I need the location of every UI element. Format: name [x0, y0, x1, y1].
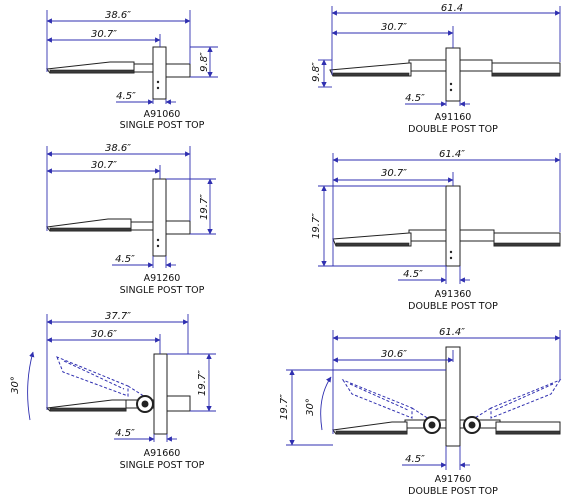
overall-width-label: 37.7″ [105, 311, 131, 322]
tilted-fixture-ghost-left [341, 378, 433, 422]
dimension-lines [318, 153, 561, 284]
fixture-drawing [46, 46, 191, 100]
height-label: 19.7″ [279, 394, 290, 420]
model-number: A91760 [435, 474, 472, 485]
post-diameter-label: 4.5″ [116, 91, 136, 102]
mount-type: DOUBLE POST TOP [408, 124, 498, 135]
mount-type: DOUBLE POST TOP [408, 486, 498, 497]
tilt-angle-label: 30° [10, 376, 21, 394]
reach-label: 30.7″ [91, 29, 117, 40]
reach-label: 30.7″ [381, 22, 407, 33]
reach-label: 30.7″ [91, 160, 117, 171]
dimension-lines [46, 146, 216, 268]
fixture-drawing [46, 178, 191, 257]
height-label: 9.8″ [199, 52, 210, 72]
post-diameter-label: 4.5″ [405, 93, 425, 104]
model-number: A91060 [144, 109, 181, 120]
post-diameter-label: 4.5″ [403, 269, 423, 280]
panel-a91760: 30° 61.4″ 30.6″ 19.7″ 4.5″ A91760 DOUBLE… [279, 327, 562, 497]
overall-width-label: 61.4 [441, 3, 463, 14]
panel-a91660: 30° 37.7″ 30.6″ 19.7″ 4.5″ A91660 SINGLE… [10, 311, 216, 471]
model-number: A91160 [435, 112, 472, 123]
panel-a91060: 38.6″ 30.7″ 9.8″ 4.5″ A91060 SINGLE POST… [46, 10, 218, 131]
fixture-drawing [329, 47, 561, 102]
mount-type: SINGLE POST TOP [120, 285, 205, 296]
fixture-drawing [45, 353, 191, 435]
height-label: 19.7″ [199, 194, 210, 220]
reach-label: 30.6″ [91, 329, 117, 340]
overall-width-label: 38.6″ [105, 10, 131, 21]
tilt-angle-label: 30° [305, 398, 316, 416]
height-label: 19.7″ [311, 213, 322, 239]
model-number: A91260 [144, 273, 181, 284]
height-label: 9.8″ [311, 62, 322, 82]
panel-a91160: 61.4 30.7″ 9.8″ 4.5″ A91160 DOUBLE POST … [311, 3, 561, 135]
dimension-lines [46, 314, 216, 442]
overall-width-label: 61.4″ [439, 149, 465, 160]
tilt-angle-arc [320, 376, 332, 431]
mount-type: SINGLE POST TOP [120, 120, 205, 131]
model-number: A91660 [144, 448, 181, 459]
fixture-drawing [332, 346, 561, 447]
height-label: 19.7″ [197, 370, 208, 396]
fixture-drawing [332, 185, 561, 267]
post-diameter-label: 4.5″ [115, 254, 135, 265]
dimension-lines [46, 10, 218, 105]
overall-width-label: 61.4″ [439, 327, 465, 338]
dimension-lines [318, 6, 561, 107]
mount-type: SINGLE POST TOP [120, 460, 205, 471]
overall-width-label: 38.6″ [105, 143, 131, 154]
dimension-lines [286, 330, 561, 470]
tilt-angle-arc [27, 351, 35, 421]
post-diameter-label: 4.5″ [115, 428, 135, 439]
post-diameter-label: 4.5″ [405, 454, 425, 465]
mount-type: DOUBLE POST TOP [408, 301, 498, 312]
tilted-fixture-ghost-right [469, 378, 562, 422]
tilted-fixture-ghost [56, 356, 151, 401]
reach-label: 30.7″ [381, 168, 407, 179]
reach-label: 30.6″ [381, 349, 407, 360]
panel-a91260: 38.6″ 30.7″ 19.7″ 4.5″ A91260 SINGLE POS… [46, 143, 216, 296]
model-number: A91360 [435, 289, 472, 300]
panel-a91360: 61.4″ 30.7″ 19.7″ 4.5″ A91360 DOUBLE POS… [311, 149, 561, 312]
